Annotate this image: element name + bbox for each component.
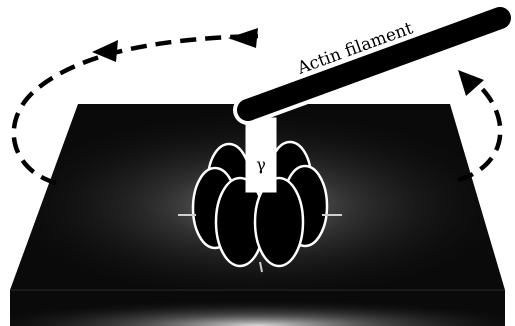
rotation-arrow-head-right xyxy=(458,70,484,96)
gamma-subunit: γ xyxy=(246,118,276,192)
rotation-arrow-head-left xyxy=(92,28,258,62)
gamma-label: γ xyxy=(256,155,266,174)
